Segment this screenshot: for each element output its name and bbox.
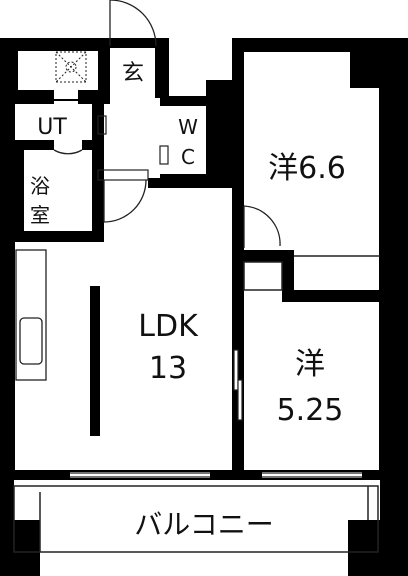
label-ldk-name: LDK: [138, 309, 199, 344]
label-entrance: 玄: [122, 61, 144, 86]
wall-under-bath: [14, 232, 104, 242]
wall-entrance-top: [108, 38, 156, 48]
label-bath-top: 浴: [30, 174, 50, 198]
kitchen-counter-outline: [15, 249, 47, 381]
door-bath-swing: [53, 149, 83, 155]
wall-bottom-left-column: [0, 520, 40, 576]
opening-ldk-window: [70, 472, 210, 478]
closet-outline: [243, 261, 283, 291]
opening-western2-window: [262, 472, 362, 478]
wc-door-frame: [159, 145, 169, 165]
label-wc-w: W: [178, 115, 198, 139]
balcony-outline: [13, 485, 379, 553]
washer-pan-drain: [65, 61, 77, 73]
wall-ut-bath-2: [82, 140, 104, 150]
label-balcony: バルコニー: [134, 508, 273, 541]
label-ldk-size: 13: [149, 351, 187, 386]
kitchen-sink: [19, 317, 43, 365]
label-western2-size: 5.25: [277, 393, 344, 428]
wall-left-exterior: [0, 38, 14, 538]
wall-ut-bath: [14, 140, 54, 150]
label-western1: 洋6.6: [268, 151, 346, 186]
wall-right-exterior: [380, 38, 408, 538]
wall-closet-right: [282, 250, 294, 300]
sliding-door-panel-2: [237, 379, 243, 421]
room-labels: 玄 UT W C 浴 室 洋6.6 LDK 13 洋 5.25 バルコニー: [30, 61, 346, 541]
core-frames: [97, 115, 169, 181]
kitchen-unit: [15, 249, 47, 381]
wall-left-wc-partition: [232, 38, 244, 80]
closet: [243, 255, 380, 291]
label-western2-name: 洋: [295, 347, 325, 382]
washing-machine-pan: [55, 51, 87, 83]
label-bath-bottom: 室: [30, 203, 50, 227]
wall-ut-top: [14, 90, 54, 104]
openings: [70, 472, 362, 478]
door-western1-swing: [243, 205, 281, 247]
wall-top-left: [0, 38, 110, 51]
wall-entrance-right: [155, 38, 169, 98]
door-ldk-swing: [103, 179, 147, 223]
wall-western2-top: [282, 290, 380, 302]
wall-wc-right: [206, 80, 244, 184]
wall-ldk-top: [148, 178, 244, 188]
door-swings: [53, 0, 281, 248]
wall-entrance-left: [98, 38, 110, 104]
wall-bath-right: [92, 150, 104, 242]
wall-ldk-western-vertical: [232, 178, 244, 478]
kitchen-counter: [90, 286, 100, 436]
washer-pan-outline: [55, 51, 87, 83]
wall-wc-top: [160, 96, 212, 106]
sliding-door-panel-1: [233, 349, 239, 391]
ut-door-frame: [97, 115, 107, 135]
window-lines: [70, 472, 362, 478]
balcony: [13, 485, 379, 553]
door-entrance-swing: [109, 0, 157, 47]
sliding-door-ldk-western2: [233, 349, 243, 421]
label-wc-c: C: [181, 145, 195, 169]
wall-western1-bottom-left: [232, 250, 292, 262]
label-utility: UT: [37, 115, 67, 140]
wall-bath-left: [14, 150, 24, 242]
washer-pan-cross-2: [55, 51, 87, 83]
hall-frame: [97, 169, 149, 181]
structural-walls: [0, 38, 408, 576]
